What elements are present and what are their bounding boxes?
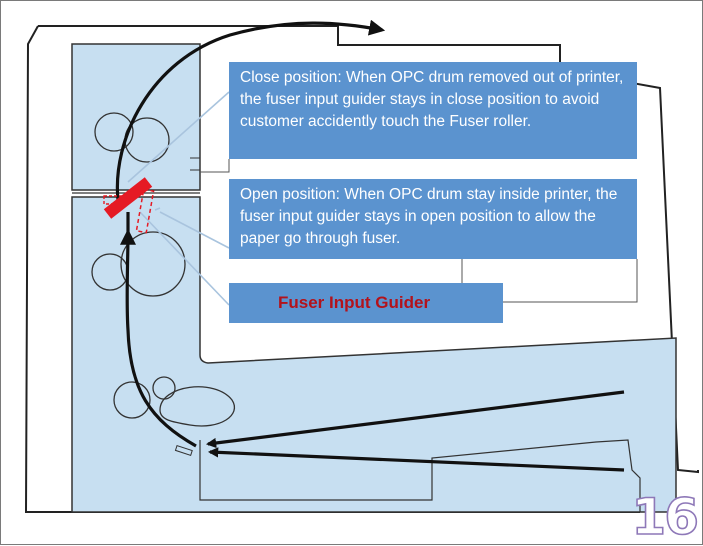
paper-feed-arrow-lower <box>207 447 625 472</box>
fuser-input-guider-closed-icon <box>103 177 153 219</box>
open-position-callout: Open position: When OPC drum stay inside… <box>229 179 637 259</box>
callout-connectors <box>200 159 638 303</box>
paper-path-lower <box>119 228 197 448</box>
close-position-callout: Close position: When OPC drum removed ou… <box>229 62 637 159</box>
page-number: 16 <box>631 488 700 546</box>
fuser-input-guider-label: Fuser Input Guider <box>229 283 503 323</box>
pointer-lines <box>127 91 230 306</box>
upper-pressure-roller <box>94 112 134 152</box>
close-position-text: Close position: When OPC drum removed ou… <box>240 69 624 130</box>
pickup-roller-right <box>159 386 235 427</box>
paper-tray-outline <box>199 439 641 512</box>
paper-path-upper <box>115 19 386 201</box>
fuser-input-guider-open-icon <box>135 188 155 234</box>
fuser-input-guider <box>103 177 155 234</box>
tray-slot <box>190 157 201 171</box>
pickup-roller-left <box>113 381 151 419</box>
separation-pad <box>174 444 193 456</box>
component-label-text: Fuser Input Guider <box>278 293 431 312</box>
open-position-text: Open position: When OPC drum stay inside… <box>240 186 618 247</box>
opc-drum <box>120 231 186 297</box>
paper-feed-arrow-upper <box>205 390 625 449</box>
lower-printer-body <box>71 196 677 513</box>
